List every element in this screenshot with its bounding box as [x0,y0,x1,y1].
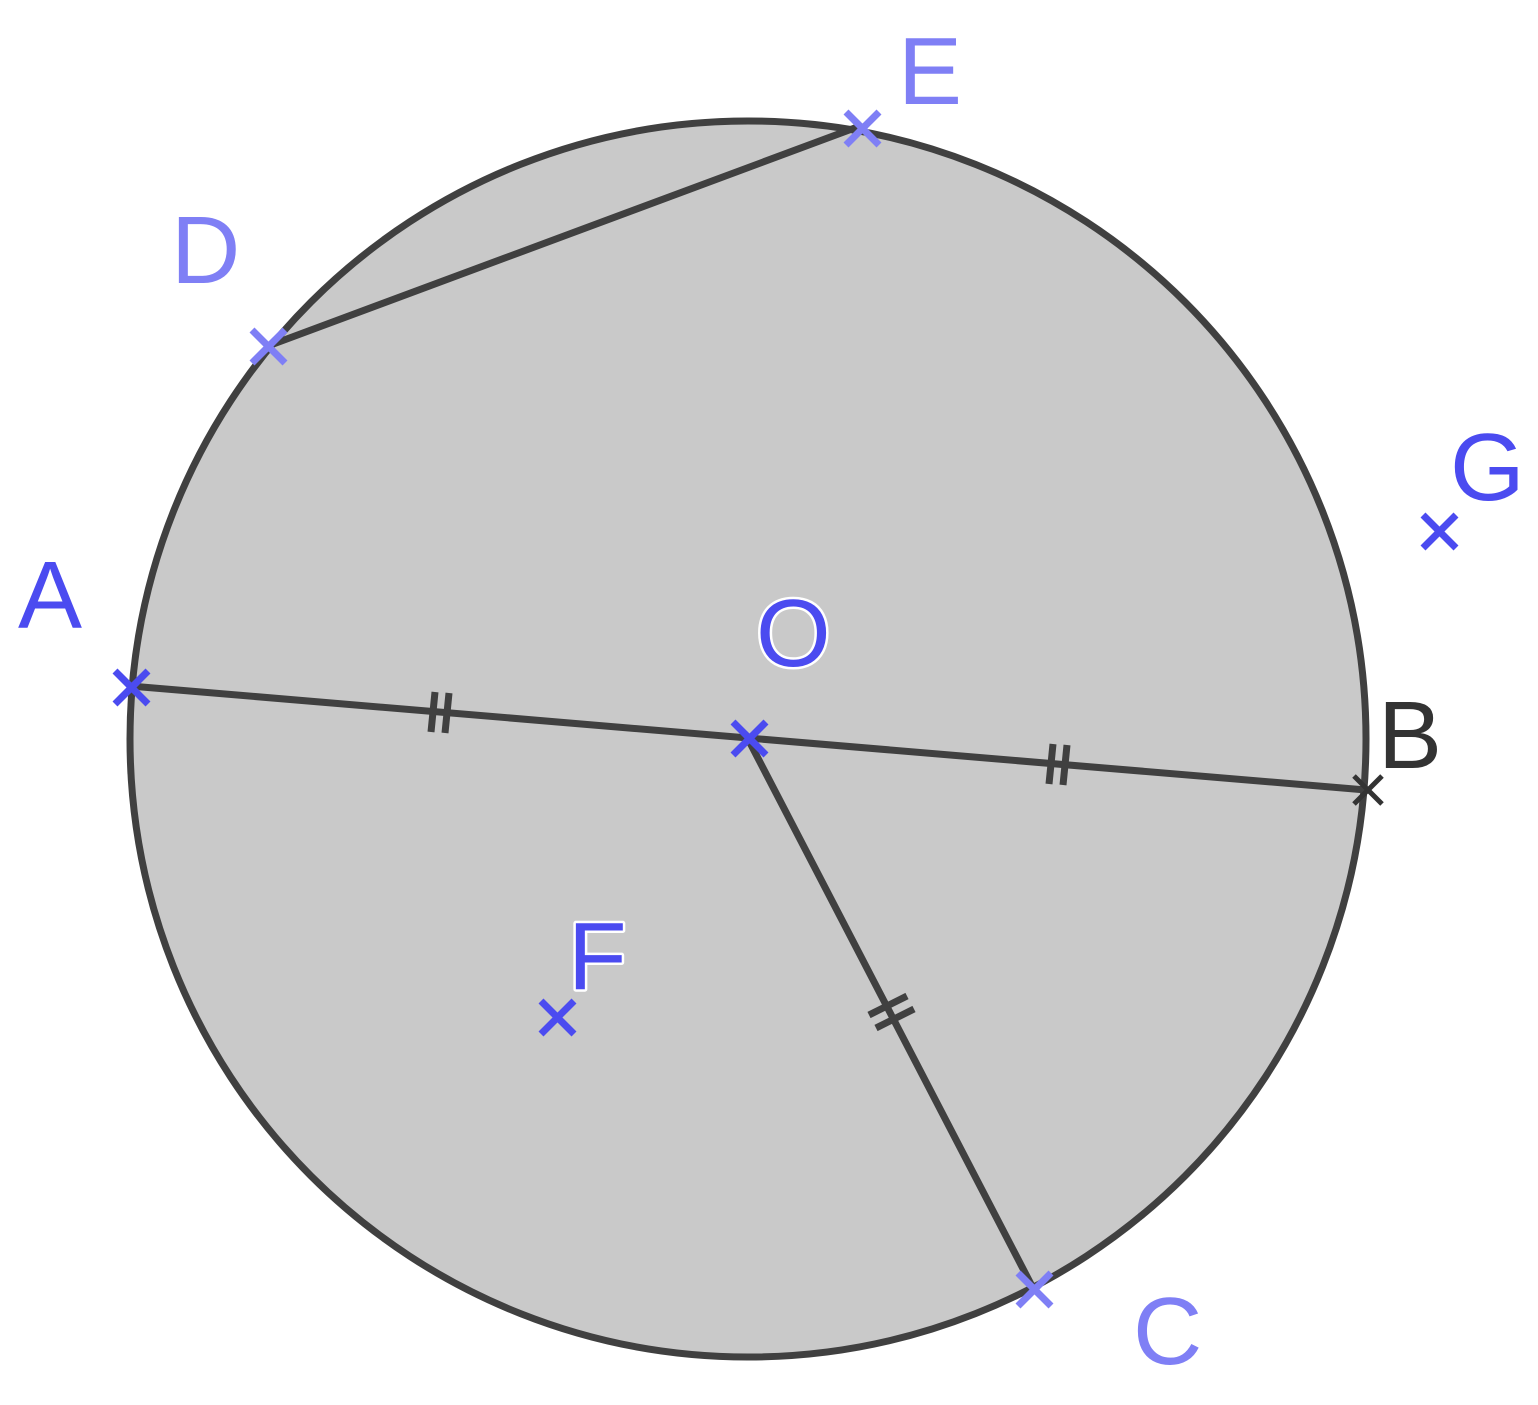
tick-mark-ob [1045,743,1071,786]
label-f: F [568,903,627,1010]
point-b-marker [1352,774,1384,806]
tick-mark-oc [867,992,916,1032]
label-d: D [171,197,240,304]
label-g: G [1450,414,1525,521]
point-e-marker [843,109,882,148]
point-o-marker [730,719,769,758]
label-b: B [1378,682,1442,789]
label-o: O [756,580,831,687]
label-a: A [18,542,82,649]
point-f-marker [538,998,577,1037]
tick-mark-ao [427,691,453,734]
point-g-marker [1420,512,1459,551]
label-c: C [1133,1278,1202,1385]
segment-oc [744,735,1037,1292]
point-a-marker [112,668,151,707]
segment-de [264,122,864,350]
point-c-marker [1015,1270,1054,1309]
label-e: E [898,18,962,125]
point-d-marker [249,327,288,366]
